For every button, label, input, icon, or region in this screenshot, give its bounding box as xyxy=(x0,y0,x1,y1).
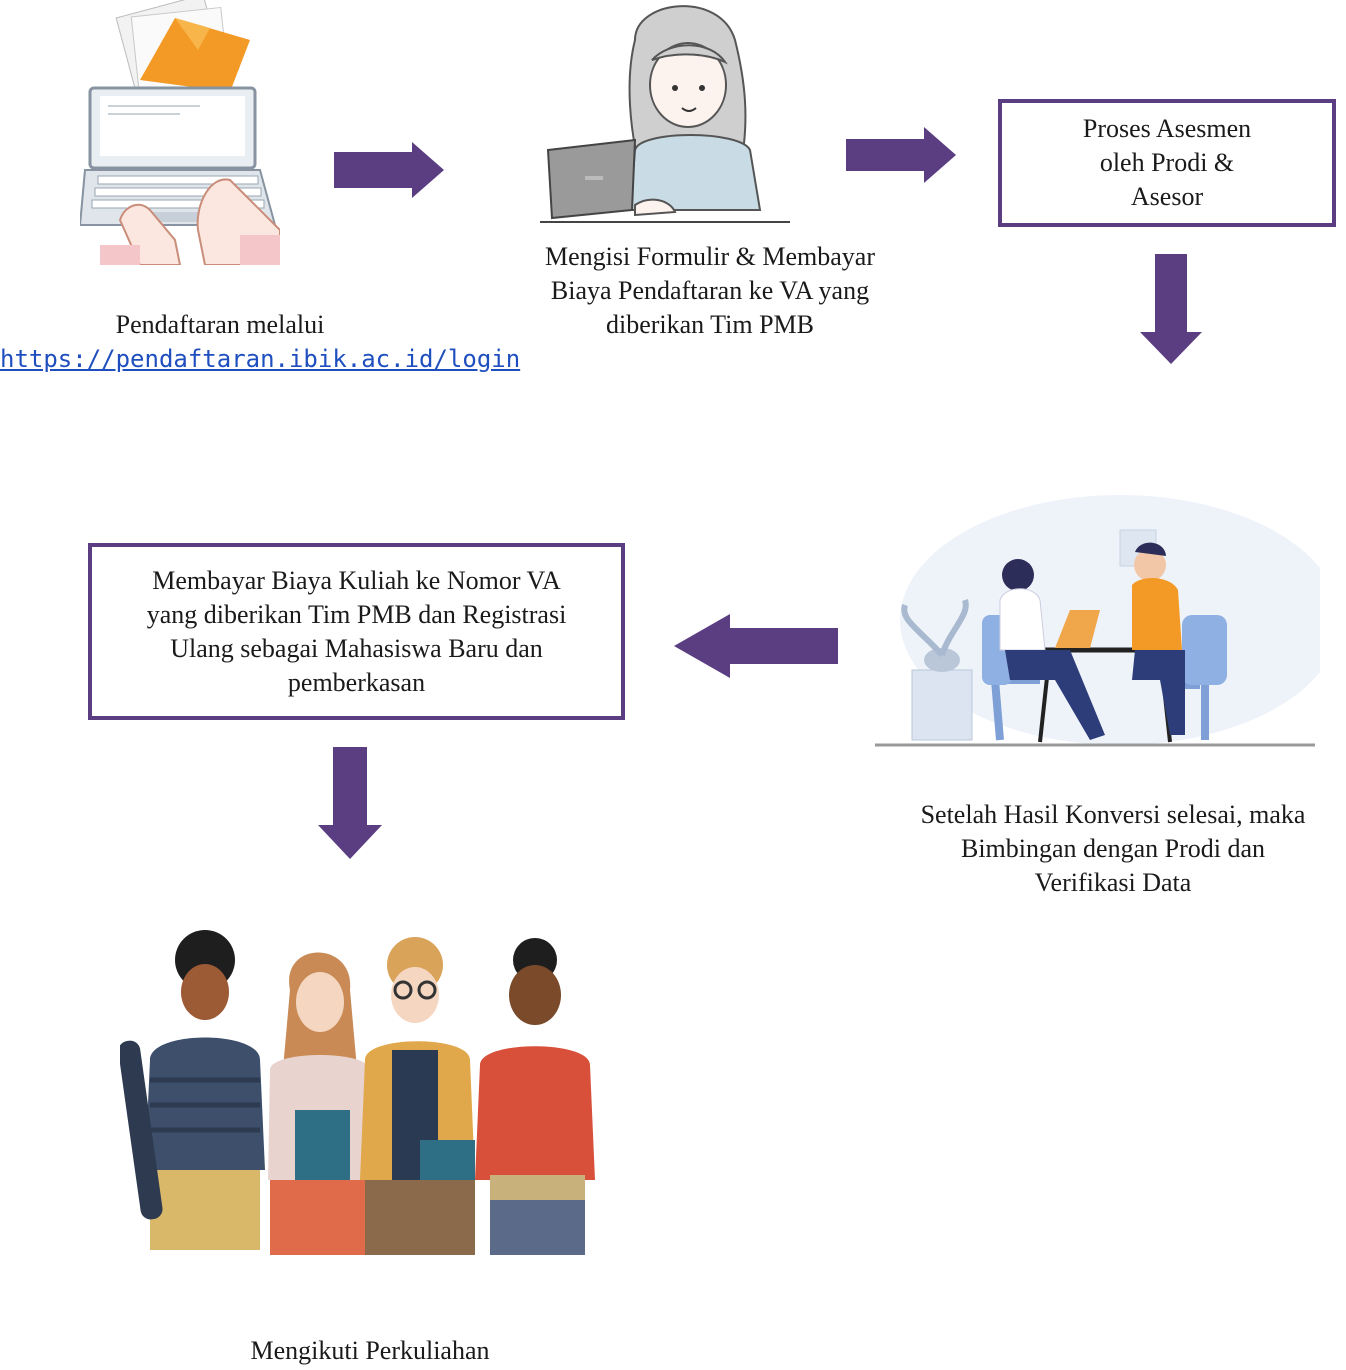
step-formulir-line1: Mengisi Formulir & Membayar xyxy=(544,242,875,271)
girl-laptop-illustration xyxy=(540,0,790,232)
step-bimbingan-caption: Setelah Hasil Konversi selesai, maka Bim… xyxy=(880,798,1346,900)
step-formulir-caption: Mengisi Formulir & Membayar Biaya Pendaf… xyxy=(500,240,920,342)
interview-illustration xyxy=(870,490,1320,755)
step-registrasi-line1: Membayar Biaya Kuliah ke Nomor VA xyxy=(152,565,561,595)
step-bimbingan-line3: Verifikasi Data xyxy=(1034,868,1192,897)
arrow-right-icon-2 xyxy=(842,125,960,185)
step-registrasi-box: Membayar Biaya Kuliah ke Nomor VA yang d… xyxy=(88,543,625,720)
arrow-down-icon-2 xyxy=(316,745,384,861)
arrow-left-icon xyxy=(672,612,840,680)
step-registrasi-line4: pemberkasan xyxy=(287,667,426,697)
arrow-down-icon xyxy=(1138,252,1204,366)
step-formulir-line2: Biaya Pendaftaran ke VA yang xyxy=(550,276,870,305)
registration-link[interactable]: https://pendaftaran.ibik.ac.id/login xyxy=(0,345,521,373)
step-asesmen-box: Proses Asesmen oleh Prodi & Asesor xyxy=(998,99,1336,227)
step-asesmen-line2: oleh Prodi & xyxy=(1099,148,1235,177)
arrow-right-icon xyxy=(330,140,448,200)
step-bimbingan-line1: Setelah Hasil Konversi selesai, maka xyxy=(920,800,1306,829)
step-pendaftaran-caption: Pendaftaran melalui https://pendaftaran.… xyxy=(0,308,520,376)
students-group-illustration xyxy=(120,920,600,1265)
step-pendaftaran-text: Pendaftaran melalui xyxy=(115,310,325,339)
step-registrasi-line3: Ulang sebagai Mahasiswa Baru dan xyxy=(170,633,543,663)
laptop-illustration xyxy=(80,0,280,265)
step-formulir-line3: diberikan Tim PMB xyxy=(605,310,815,339)
step-asesmen-line1: Proses Asesmen xyxy=(1082,114,1252,143)
step-asesmen-line3: Asesor xyxy=(1130,182,1204,211)
step-bimbingan-line2: Bimbingan dengan Prodi dan xyxy=(960,834,1265,863)
step-registrasi-line2: yang diberikan Tim PMB dan Registrasi xyxy=(146,599,567,629)
step-perkuliahan-line1: Mengikuti Perkuliahan xyxy=(250,1336,490,1365)
step-perkuliahan-caption: Mengikuti Perkuliahan xyxy=(130,1334,610,1368)
